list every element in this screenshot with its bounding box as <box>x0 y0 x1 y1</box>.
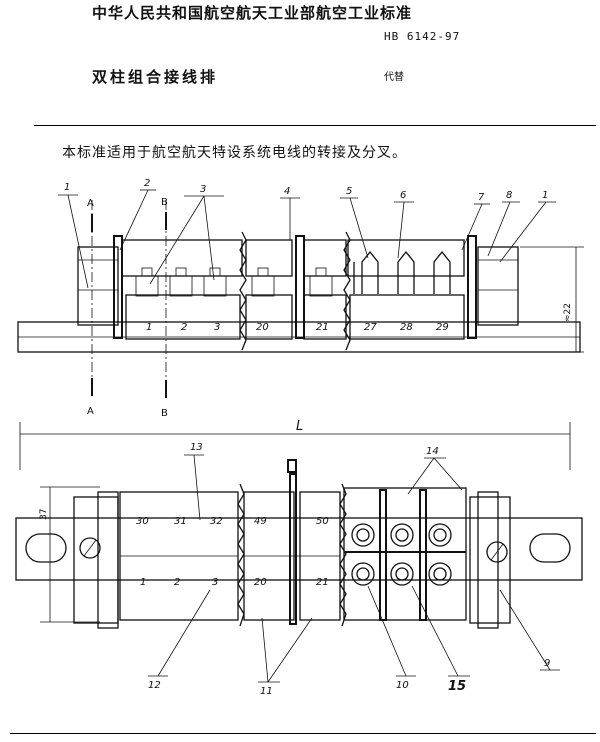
standard-title: 双柱组合接线排 <box>92 68 219 86</box>
terminal-number: 20 <box>256 322 269 333</box>
terminal-number: 21 <box>316 577 329 588</box>
terminal-number: 49 <box>254 516 267 527</box>
callout-label: 12 <box>148 680 161 691</box>
replaces-label: 代替 <box>384 72 404 83</box>
terminal-number: 32 <box>210 516 223 527</box>
standard-organization: 中华人民共和国航空航天工业部航空工业标准 <box>92 4 413 22</box>
callout-label: 14 <box>426 446 439 457</box>
terminal-number: 29 <box>436 322 449 333</box>
callout-label: 5 <box>346 186 352 197</box>
callout-label: 1 <box>542 190 548 201</box>
end-block-right <box>477 246 519 326</box>
length-dimension: L <box>296 419 303 434</box>
terminal-number: 20 <box>254 577 267 588</box>
terminal-number: 21 <box>316 322 329 333</box>
callout-label: 10 <box>396 680 409 691</box>
callout-label: 3 <box>200 184 206 195</box>
callout-label: 9 <box>544 658 550 669</box>
terminal-number: 28 <box>400 322 413 333</box>
standard-number: HB 6142-97 <box>384 30 461 43</box>
callout-label: 8 <box>506 190 512 201</box>
callout-label: 15 <box>448 679 466 694</box>
plan-rail <box>15 517 583 581</box>
terminal-number: 30 <box>136 516 149 527</box>
section-mark: B <box>161 408 168 419</box>
callout-label: 2 <box>144 178 150 189</box>
callout-label: 1 <box>64 182 70 193</box>
terminal-number: 1 <box>140 577 146 588</box>
terminal-number: 3 <box>214 322 220 333</box>
terminal-number: 31 <box>174 516 187 527</box>
header-rule <box>34 125 596 126</box>
section-mark: A <box>87 406 94 417</box>
width-dimension: 37 <box>39 509 49 520</box>
scope-statement: 本标准适用于航空航天特设系统电线的转接及分叉。 <box>62 145 407 161</box>
terminal-number: 50 <box>316 516 329 527</box>
callout-label: 13 <box>190 442 203 453</box>
height-dimension: ≈22 <box>563 303 573 322</box>
plan-view: L 37 <box>15 419 583 697</box>
end-block-left <box>77 246 119 326</box>
callout-label: 11 <box>260 686 273 697</box>
callout-label: 4 <box>284 186 290 197</box>
terminal-number: 3 <box>212 577 218 588</box>
callout-label: 7 <box>478 192 485 203</box>
section-mark: A <box>87 198 94 209</box>
callout-label: 6 <box>400 190 406 201</box>
elevation-view: A B A B 1 2 3 4 5 6 7 8 1 1 2 3 20 21 27 <box>17 178 584 419</box>
terminal-number: 2 <box>181 322 187 333</box>
terminal-number: 1 <box>146 322 152 333</box>
terminal-number: 2 <box>174 577 180 588</box>
section-mark: B <box>161 197 168 208</box>
terminal-number: 27 <box>364 322 377 333</box>
footer-rule <box>10 733 596 734</box>
